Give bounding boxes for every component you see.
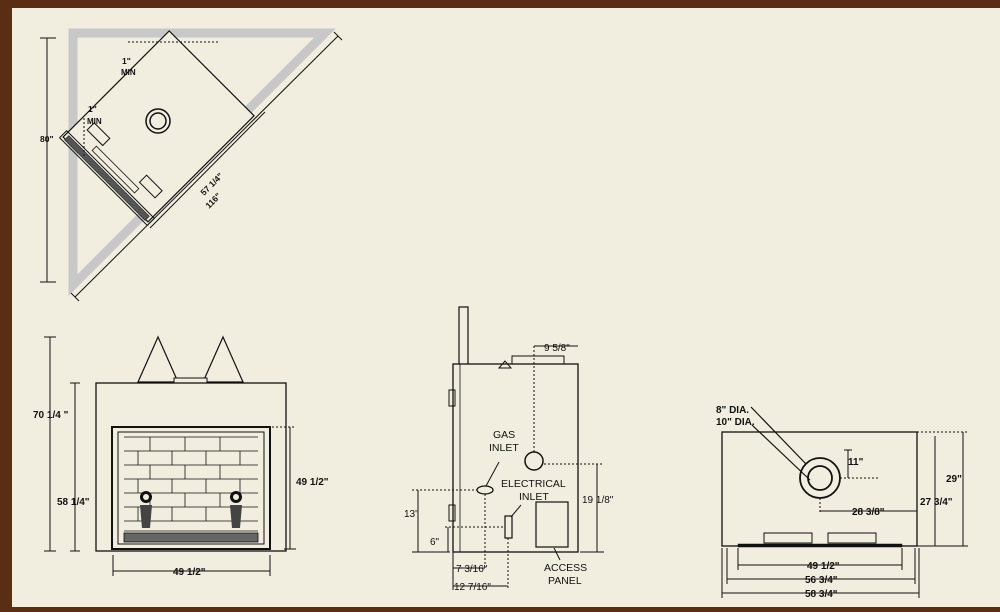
top-flue-front: 11" <box>848 457 864 468</box>
side-elec-height: 6" <box>430 537 440 548</box>
front-opening-height: 49 1/2" <box>296 477 329 488</box>
top-width-2: 56 3/4" <box>805 575 838 586</box>
side-access-label-1: ACCESS <box>544 562 587 574</box>
side-vent-pipe <box>458 306 469 366</box>
front-chimney-left <box>137 335 179 383</box>
side-elec-label-1: ELECTRICAL <box>501 478 566 490</box>
front-grate <box>123 532 259 543</box>
corner-flue-inner <box>149 112 167 130</box>
top-width-3: 58 3/4" <box>805 589 838 600</box>
side-access-label-2: PANEL <box>548 575 582 587</box>
drawing-sheet: 80" 1" MIN 1" MIN 57 1/4" 116" <box>12 8 1000 607</box>
side-gas-depth: 7 3/16" <box>456 564 488 575</box>
top-width-1: 49 1/2" <box>807 561 840 572</box>
top-flue-inner <box>807 465 833 491</box>
corner-clear-side: 1" <box>88 104 97 114</box>
top-flue-side: 28 3/8" <box>852 507 885 518</box>
side-gas-height: 13" <box>404 509 419 520</box>
front-opening-width: 49 1/2" <box>173 567 206 578</box>
side-access-panel <box>535 501 569 548</box>
side-electrical-inlet <box>504 515 513 539</box>
side-gas-label-2: INLET <box>489 442 519 454</box>
corner-clear-side-unit: MIN <box>87 117 102 126</box>
corner-fireplace-body <box>58 30 255 227</box>
top-view <box>721 406 968 598</box>
side-elec-label-2: INLET <box>519 491 549 503</box>
side-flue <box>524 451 544 471</box>
front-view <box>44 335 296 576</box>
top-depth-body: 27 3/4" <box>920 497 953 508</box>
side-elec-depth: 12 7/16" <box>454 582 491 593</box>
corner-height-label: 80" <box>40 134 54 144</box>
front-body-height: 58 1/4" <box>57 497 90 508</box>
side-view <box>412 306 604 590</box>
corner-flue-outer <box>145 108 171 134</box>
corner-view <box>40 28 343 302</box>
corner-clear-top: 1" <box>122 56 131 66</box>
side-flue-height: 19 1/8" <box>582 495 614 506</box>
side-gas-inlet <box>476 485 494 495</box>
top-dia-8: 8" DIA. <box>716 405 749 416</box>
side-flue-offset: 9 5/8" <box>544 343 570 354</box>
front-overall-height: 70 1/4 " <box>33 410 69 421</box>
corner-clear-top-unit: MIN <box>121 68 136 77</box>
side-gas-label-1: GAS <box>493 429 515 441</box>
top-depth-overall: 29" <box>946 474 962 485</box>
drawing-canvas: 80" 1" MIN 1" MIN 57 1/4" 116" <box>33 28 968 600</box>
front-chimney-right <box>202 335 244 383</box>
top-dia-10: 10" DIA. <box>716 417 755 428</box>
